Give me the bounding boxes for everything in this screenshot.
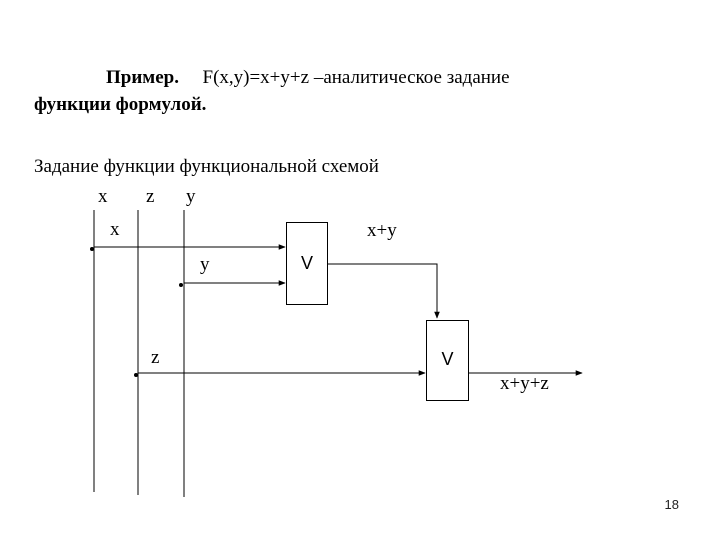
gate2-output-label: x+y+z [500, 373, 549, 394]
tap-label-z: z [151, 347, 160, 368]
gate2-symbol: V [441, 349, 454, 369]
or-gate-1: V [286, 222, 328, 305]
heading-line-2: функции формулой. [34, 94, 207, 115]
formula-text: F(x,y)=x+y+z [202, 67, 310, 88]
junction-dot-x [90, 247, 94, 251]
input-label-x: x [98, 186, 108, 207]
gate1-output-label: x+y [367, 220, 397, 241]
junction-dot-z [134, 373, 138, 377]
or-gate-2: V [426, 320, 469, 401]
formula-description: –аналитическое задание [313, 67, 510, 88]
tap-label-x: x [110, 219, 120, 240]
page-number: 18 [664, 497, 679, 512]
input-label-z: z [146, 186, 155, 207]
junction-dot-y [179, 283, 183, 287]
input-label-y: y [186, 186, 196, 207]
gate1-symbol: V [300, 253, 313, 273]
example-label: Пример. [106, 67, 179, 88]
example-heading: Пример. F(x,y)=x+y+z –аналитическое зада… [106, 67, 510, 89]
tap-label-y: y [200, 254, 210, 275]
wire-gate1-to-gate2 [327, 263, 440, 319]
scheme-title: Задание функции функциональной схемой [34, 156, 379, 177]
